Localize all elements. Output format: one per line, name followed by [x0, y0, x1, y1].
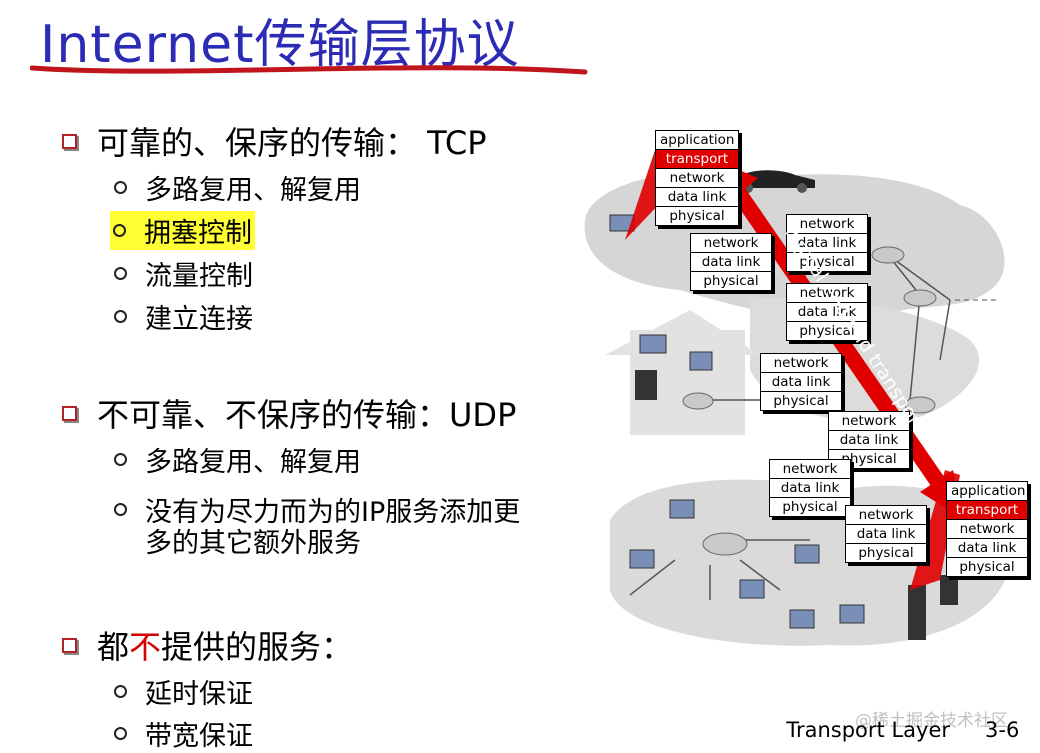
- router-stack: network data link physical: [786, 214, 868, 272]
- layer-physical: physical: [959, 559, 1015, 575]
- layer-physical: physical: [858, 545, 914, 561]
- layer-physical: physical: [773, 393, 829, 409]
- sub-bullet: 多路复用、解复用: [114, 168, 361, 207]
- bullet-udp: 不可靠、不保序的传输：UDP: [62, 390, 516, 436]
- sub-bullet-text: 没有为尽力而为的IP服务添加更: [145, 497, 521, 528]
- bullet-tcp-text: 可靠的、保序的传输： TCP: [97, 124, 487, 162]
- layer-data-link: data link: [846, 525, 926, 544]
- layer-transport: transport: [947, 501, 1027, 520]
- router-stack: network data link physical: [786, 283, 868, 341]
- sub-bullet-text: 延时保证: [145, 679, 253, 710]
- highlight: 拥塞控制: [110, 211, 255, 250]
- layer-physical: physical: [782, 499, 838, 515]
- circle-bullet-icon: [114, 181, 127, 194]
- sub-bullet: 建立连接: [114, 297, 253, 336]
- sub-bullet-text: 建立连接: [145, 304, 253, 335]
- layer-physical: physical: [841, 451, 897, 467]
- layer-network: network: [761, 354, 841, 373]
- bullet-no-services-text: 都不提供的服务：: [97, 628, 354, 666]
- sub-bullet-highlighted: 拥塞控制: [110, 211, 255, 250]
- layer-physical: physical: [799, 323, 855, 339]
- layer-data-link: data link: [787, 234, 867, 253]
- circle-bullet-icon: [114, 453, 127, 466]
- layer-data-link: data link: [691, 253, 771, 272]
- circle-bullet-icon: [114, 727, 127, 740]
- layer-network: network: [770, 460, 850, 479]
- sub-bullet-continuation: 多的其它额外服务: [145, 528, 361, 559]
- layer-transport: transport: [656, 150, 738, 169]
- car-icon: [735, 170, 815, 188]
- layer-network: network: [787, 284, 867, 303]
- sub-bullet: 没有为尽力而为的IP服务添加更: [114, 490, 520, 529]
- sub-bullet: 多路复用、解复用: [114, 440, 361, 479]
- watermark: @稀土掘金技术社区: [855, 711, 1008, 731]
- layer-network: network: [787, 215, 867, 234]
- layer-network: network: [947, 520, 1027, 539]
- circle-bullet-icon: [113, 224, 126, 237]
- layer-physical: physical: [669, 208, 725, 224]
- square-bullet-icon: [62, 637, 77, 653]
- layer-network: network: [829, 412, 909, 431]
- layer-data-link: data link: [787, 303, 867, 322]
- bullet-udp-text: 不可靠、不保序的传输：UDP: [97, 396, 517, 434]
- layer-data-link: data link: [770, 479, 850, 498]
- layer-physical: physical: [703, 273, 759, 289]
- circle-bullet-icon: [114, 310, 127, 323]
- slide-title: Internet传输层协议: [40, 15, 520, 75]
- layer-data-link: data link: [829, 431, 909, 450]
- title-underline: [30, 65, 588, 75]
- layer-data-link: data link: [947, 539, 1027, 558]
- circle-bullet-icon: [114, 267, 127, 280]
- layer-network: network: [846, 506, 926, 525]
- router-stack: network data link physical: [845, 505, 927, 563]
- page-number: 3-6: [985, 718, 1020, 742]
- layer-application: application: [947, 482, 1027, 501]
- layer-physical: physical: [799, 254, 855, 270]
- bullet-no-services: 都不提供的服务：: [62, 622, 353, 668]
- layer-data-link: data link: [656, 188, 738, 207]
- square-bullet-icon: [62, 133, 77, 149]
- router-stack: network data link physical: [690, 233, 772, 291]
- home-network-box: [630, 330, 745, 435]
- layer-network: network: [691, 234, 771, 253]
- layer-network: network: [656, 169, 738, 188]
- square-bullet-icon: [62, 405, 77, 421]
- sub-bullet-text: 拥塞控制: [144, 218, 252, 249]
- sub-bullet-text: 多路复用、解复用: [145, 175, 361, 206]
- sub-bullet-text: 带宽保证: [145, 721, 253, 752]
- router-stack: network data link physical: [760, 353, 842, 411]
- circle-bullet-icon: [114, 685, 127, 698]
- sub-bullet: 延时保证: [114, 672, 253, 711]
- layer-application: application: [656, 131, 738, 150]
- bullet-tcp: 可靠的、保序的传输： TCP: [62, 118, 487, 164]
- host-stack-bottom: application transport network data link …: [946, 481, 1028, 577]
- layer-data-link: data link: [761, 373, 841, 392]
- sub-bullet: 流量控制: [114, 254, 253, 293]
- sub-bullet-text: 多路复用、解复用: [145, 447, 361, 478]
- router-stack: network data link physical: [769, 459, 851, 517]
- sub-bullet-text: 流量控制: [145, 261, 253, 292]
- sub-bullet: 带宽保证: [114, 714, 253, 753]
- circle-bullet-icon: [114, 503, 127, 516]
- host-stack-top: application transport network data link …: [655, 130, 739, 226]
- footer-label: Transport Layer: [786, 718, 950, 742]
